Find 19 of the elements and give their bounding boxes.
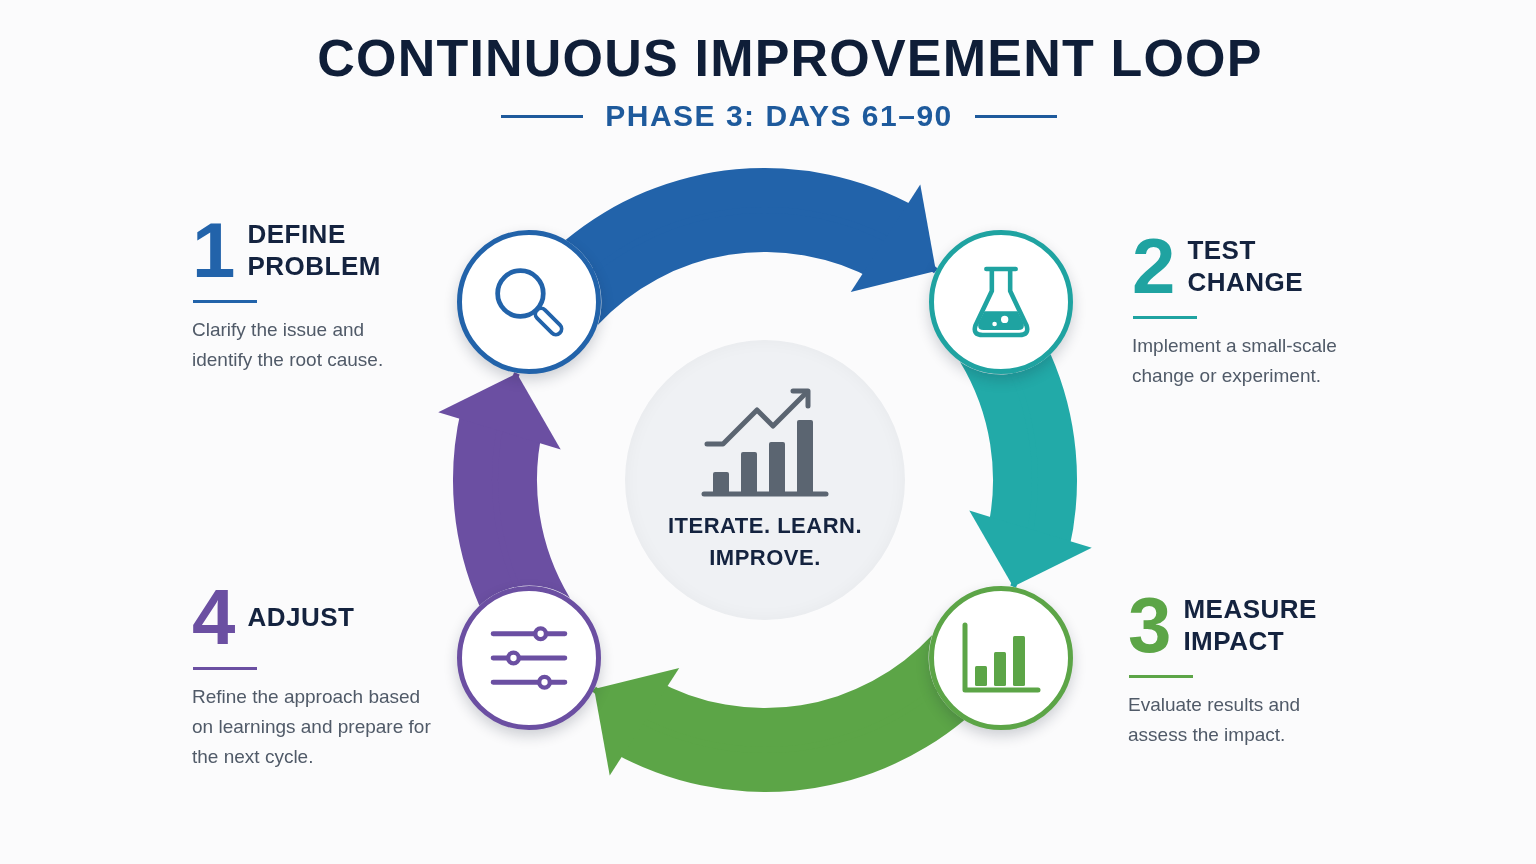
- center-label: ITERATE. LEARN. IMPROVE.: [666, 512, 864, 572]
- step-title: MEASURE IMPACT: [1183, 593, 1318, 657]
- curved-arrow: [592, 635, 965, 792]
- step-number: 3: [1128, 593, 1172, 657]
- step-title: DEFINE PROBLEM: [247, 218, 382, 282]
- subtitle: PHASE 3: DAYS 61–90: [605, 98, 953, 134]
- step-title: ADJUST: [247, 601, 355, 633]
- step-number: 4: [192, 585, 236, 649]
- title: CONTINUOUS IMPROVEMENT LOOP: [317, 28, 1263, 88]
- step-description: Implement a small-scale change or experiment.: [1132, 334, 1338, 388]
- step-number: 2: [1132, 234, 1176, 298]
- curved-arrow: [960, 354, 1092, 588]
- step-number: 1: [192, 218, 236, 282]
- step-description: Evaluate results and assess the impact.: [1128, 693, 1302, 747]
- curved-arrow: [438, 372, 570, 606]
- step-title: TEST CHANGE: [1187, 234, 1305, 298]
- step-description: Refine the approach based on learnings and prepare for the next cycle.: [192, 685, 432, 769]
- curved-arrow: [565, 168, 938, 325]
- step-description: Clarify the issue and identify the root cause.: [192, 318, 385, 372]
